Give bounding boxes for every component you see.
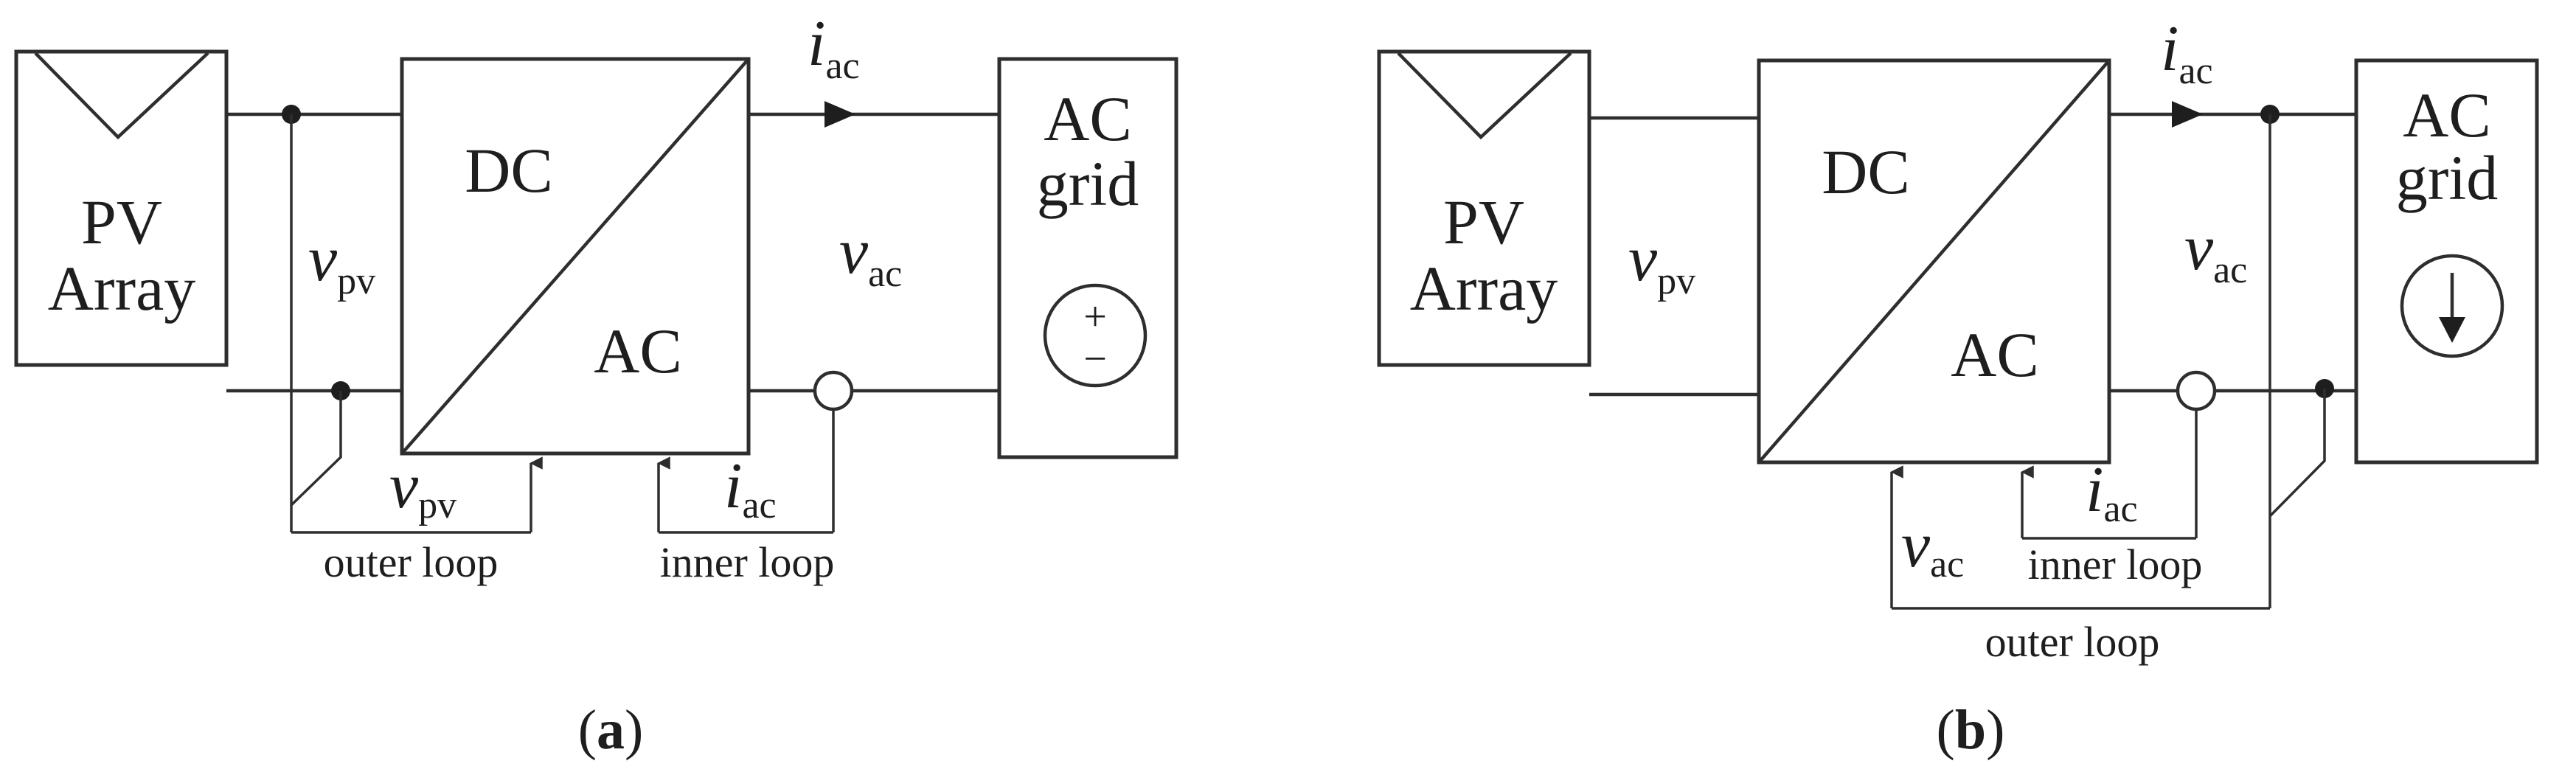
ac-grid-block: AC grid + − — [997, 57, 1178, 459]
inner-feedback-label: iac — [724, 451, 777, 526]
panel-a: PV Array vpv DC AC iac vac — [14, 8, 1178, 761]
pv-array-block: PV Array — [14, 49, 229, 367]
pv-panel-icon — [34, 52, 209, 140]
vac-label: vac — [839, 216, 902, 295]
panel-b: PV Array vpv DC AC iac vac — [1377, 13, 2539, 761]
dc-label: DC — [465, 135, 552, 206]
dc-ac-converter: DC AC — [400, 57, 751, 456]
caption-b: (b) — [1937, 699, 2005, 761]
current-sensor — [813, 370, 854, 411]
ac-label: AC — [1951, 319, 2038, 390]
current-source-icon — [2400, 254, 2504, 358]
outer-loop-label: outer loop — [324, 538, 499, 586]
array-label: Array — [48, 253, 196, 324]
current-arrow — [824, 101, 855, 128]
inner-feedback-label: iac — [2086, 454, 2138, 530]
dc-ac-converter: DC AC — [1757, 58, 2111, 465]
iac-label: iac — [2161, 13, 2213, 92]
current-sensor — [2176, 370, 2217, 411]
current-arrow — [2172, 101, 2203, 128]
inner-loop-path — [2021, 409, 2198, 540]
iac-label: iac — [808, 8, 860, 87]
inner-loop-label: inner loop — [2028, 540, 2203, 588]
caption-a: (a) — [578, 699, 644, 761]
pv-label: PV — [81, 187, 162, 257]
ac-grid-label-1: AC — [1044, 83, 1131, 154]
svg-text:−: − — [1083, 336, 1107, 382]
vpv-label: vpv — [308, 223, 375, 302]
ac-grid-label-2: grid — [1037, 148, 1139, 219]
inner-loop-label: inner loop — [660, 538, 835, 586]
vac-label: vac — [2184, 212, 2247, 291]
ac-grid-label-1: AC — [2403, 80, 2490, 150]
outer-feedback-label: vpv — [389, 451, 456, 526]
vpv-label: vpv — [1628, 223, 1695, 302]
outer-feedback-label: vac — [1901, 510, 1964, 585]
ac-grid-block: AC grid — [2354, 58, 2539, 465]
pv-label: PV — [1443, 187, 1524, 257]
outer-loop-label: outer loop — [1985, 618, 2160, 666]
outer-loop-path — [290, 114, 543, 534]
svg-text:+: + — [1083, 294, 1107, 340]
inner-loop-path — [657, 409, 835, 534]
dc-label: DC — [1822, 136, 1909, 207]
pv-array-block: PV Array — [1377, 49, 1591, 367]
ac-grid-label-2: grid — [2396, 142, 2499, 213]
outer-loop-path — [1890, 114, 2326, 610]
voltage-source-icon — [1043, 283, 1148, 388]
array-label: Array — [1410, 253, 1558, 324]
pv-panel-icon — [1397, 52, 1572, 140]
ac-label: AC — [594, 316, 681, 386]
